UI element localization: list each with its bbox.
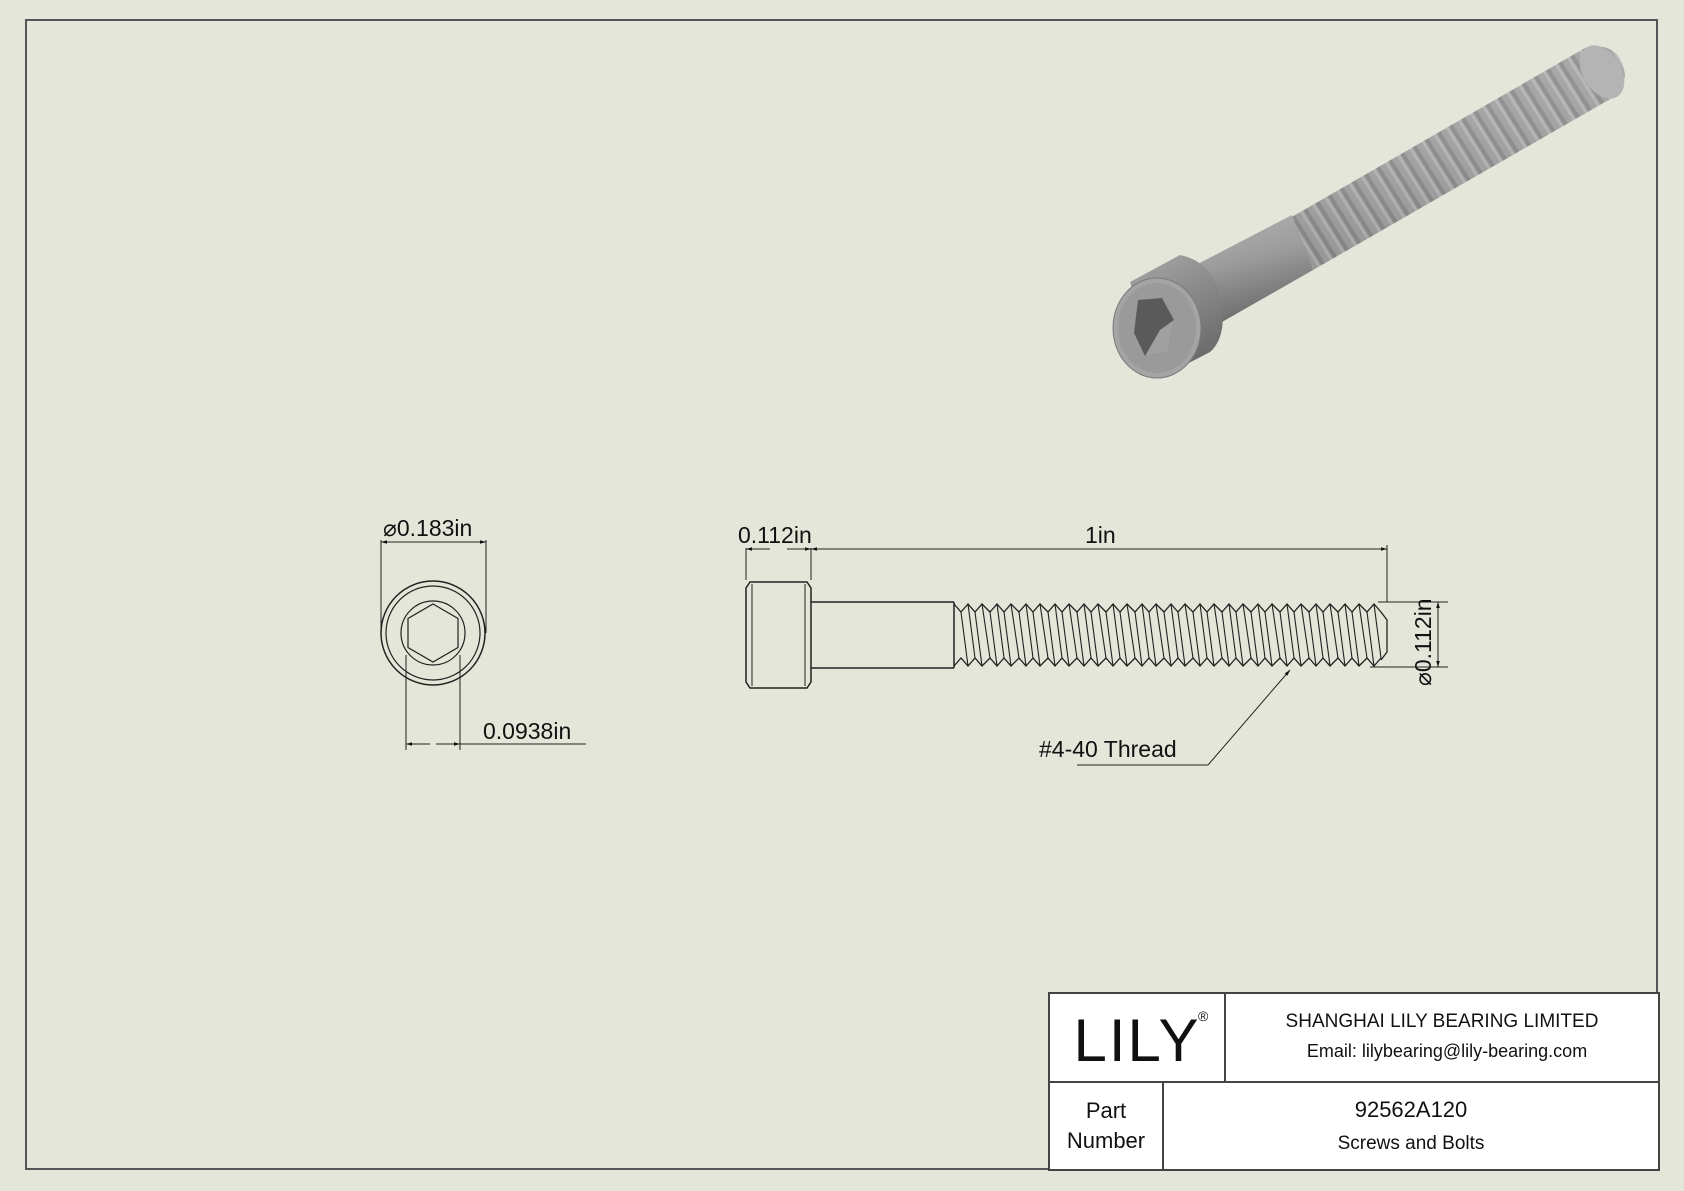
registered-mark-icon: ®	[1198, 1008, 1209, 1024]
thread-callout: #4-40 Thread	[1039, 736, 1177, 762]
front-view: ⌀0.183in 0.0938in	[380, 515, 586, 750]
side-view: 0.112in 1in ⌀0.112in #4-40 Thread	[738, 522, 1448, 766]
length-dimension: 1in	[1085, 522, 1116, 548]
head-diameter-dimension: ⌀0.183in	[383, 515, 472, 541]
hex-socket-dimension: 0.0938in	[483, 718, 571, 744]
thread-profile	[953, 603, 1388, 667]
company-email: Email: lilybearing@lily-bearing.com	[1306, 1041, 1588, 1061]
head-height-dimension: 0.112in	[738, 522, 812, 548]
part-label-line1: Part	[1085, 1098, 1127, 1123]
isometric-screw-render	[1112, 45, 1625, 379]
part-info: 92562A120 Screws and Bolts	[1164, 1083, 1658, 1169]
company-name: SHANGHAI LILY BEARING LIMITED	[1285, 1011, 1599, 1032]
thread-diameter-dimension: ⌀0.112in	[1410, 598, 1436, 686]
sheet-border	[25, 19, 1658, 1170]
part-number: 92562A120	[1354, 1097, 1468, 1122]
logo-text: LILY	[1073, 1006, 1201, 1074]
part-description: Screws and Bolts	[1337, 1133, 1485, 1154]
part-number-label: Part Number	[1050, 1083, 1164, 1169]
title-block: LILY ® SHANGHAI LILY BEARING LIMITED Ema…	[1048, 992, 1660, 1171]
company-info: SHANGHAI LILY BEARING LIMITED Email: lil…	[1226, 994, 1658, 1083]
part-label-line2: Number	[1066, 1128, 1146, 1153]
company-logo: LILY ®	[1050, 994, 1226, 1083]
